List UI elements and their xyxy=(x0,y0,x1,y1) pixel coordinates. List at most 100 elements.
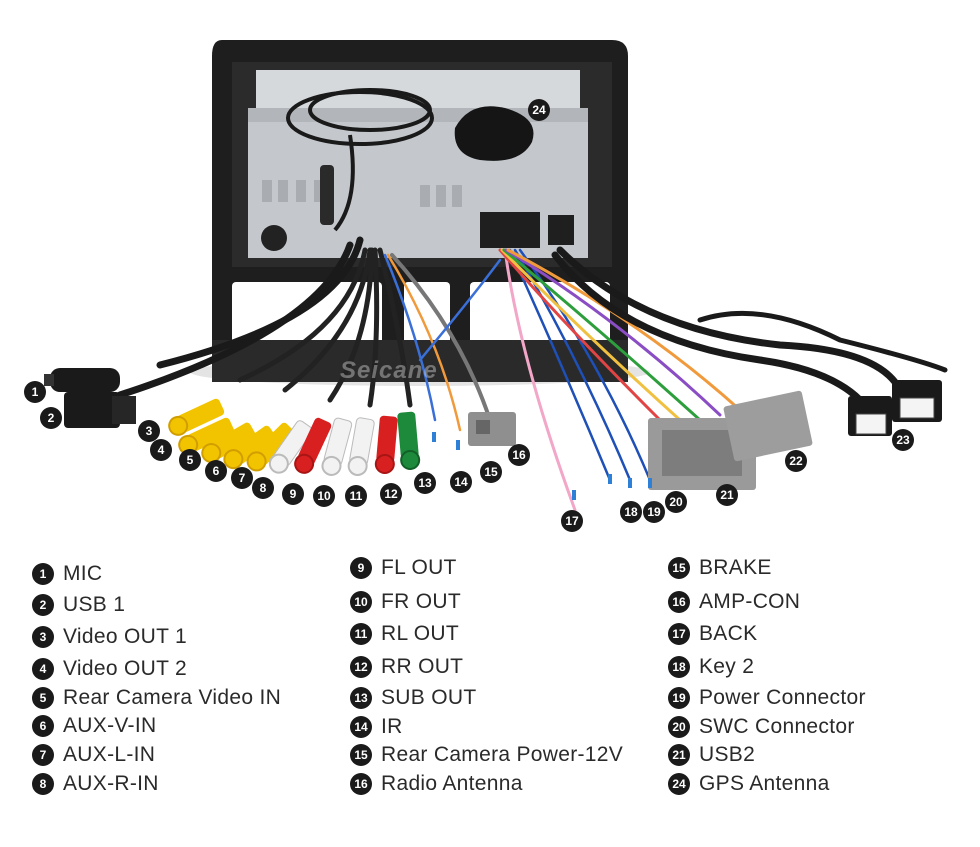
legend-number: 12 xyxy=(350,656,372,678)
legend-item: 15 Rear Camera Power-12V xyxy=(350,741,623,769)
legend-number: 11 xyxy=(350,623,372,645)
legend-number: 6 xyxy=(32,715,54,737)
callout-5: 5 xyxy=(179,449,201,471)
legend-label: Video OUT 2 xyxy=(63,657,187,680)
callout-7: 7 xyxy=(231,467,253,489)
callout-3: 3 xyxy=(138,420,160,442)
legend-number: 17 xyxy=(668,623,690,645)
legend-label: Video OUT 1 xyxy=(63,625,187,648)
legend-label: AUX-L-IN xyxy=(63,743,156,766)
legend-number: 5 xyxy=(32,687,54,709)
legend-number: 1 xyxy=(32,563,54,585)
callout-4: 4 xyxy=(150,439,172,461)
callout-15: 15 xyxy=(480,461,502,483)
legend-label: Rear Camera Power-12V xyxy=(381,743,624,766)
legend-label: Radio Antenna xyxy=(381,772,523,795)
legend-item: 17 BACK xyxy=(668,620,757,648)
legend-item: 18 Key 2 xyxy=(668,653,754,681)
watermark: Seicane xyxy=(340,357,438,384)
legend-number: 15 xyxy=(668,557,690,579)
callout-11: 11 xyxy=(345,485,367,507)
legend-number: 24 xyxy=(668,773,690,795)
rca-connectors xyxy=(168,398,421,476)
callout-17: 17 xyxy=(561,510,583,532)
callout-24: 24 xyxy=(528,99,550,121)
legend-number: 10 xyxy=(350,591,372,613)
radio-antenna-plug xyxy=(468,412,516,446)
legend-label: BACK xyxy=(699,622,758,645)
callout-2: 2 xyxy=(40,407,62,429)
callout-10: 10 xyxy=(313,485,335,507)
legend-item: 6 AUX-V-IN xyxy=(32,712,156,740)
legend-number: 19 xyxy=(668,687,690,709)
product-photo xyxy=(44,40,948,512)
legend-number: 15 xyxy=(350,744,372,766)
callout-1: 1 xyxy=(24,381,46,403)
legend-label: SWC Connector xyxy=(699,715,855,738)
legend-item: 9 FL OUT xyxy=(350,554,457,582)
legend-number: 4 xyxy=(32,658,54,680)
legend-item: 21 USB2 xyxy=(668,741,755,769)
legend-number: 9 xyxy=(350,557,372,579)
power-connector xyxy=(723,390,813,462)
legend-number: 3 xyxy=(32,626,54,648)
usb2-plugs xyxy=(848,380,942,436)
callout-8: 8 xyxy=(252,477,274,499)
legend-label: AMP-CON xyxy=(699,590,801,613)
legend-label: Key 2 xyxy=(699,655,755,678)
legend-item: 16 Radio Antenna xyxy=(350,770,523,798)
legend-number: 8 xyxy=(32,773,54,795)
mic-plug xyxy=(44,368,120,392)
legend-item: 4 Video OUT 2 xyxy=(32,655,187,683)
legend-label: FL OUT xyxy=(381,556,457,579)
swc-connector xyxy=(648,418,756,490)
legend-item: 13 SUB OUT xyxy=(350,684,476,712)
callout-21: 21 xyxy=(716,484,738,506)
callout-6: 6 xyxy=(205,460,227,482)
legend-number: 14 xyxy=(350,716,372,738)
legend-item: 3 Video OUT 1 xyxy=(32,623,187,651)
legend-label: AUX-R-IN xyxy=(63,772,159,795)
wiring-bundle xyxy=(116,236,948,512)
legend-label: AUX-V-IN xyxy=(63,714,157,737)
gps-antenna xyxy=(286,88,534,232)
legend-label: GPS Antenna xyxy=(699,772,830,795)
callout-19: 19 xyxy=(643,501,665,523)
callout-14: 14 xyxy=(450,471,472,493)
legend-label: Power Connector xyxy=(699,686,866,709)
callout-18: 18 xyxy=(620,501,642,523)
legend-label: Rear Camera Video IN xyxy=(63,686,282,709)
legend-item: 14 IR xyxy=(350,713,403,741)
legend-item: 19 Power Connector xyxy=(668,684,866,712)
legend-number: 13 xyxy=(350,687,372,709)
callout-22: 22 xyxy=(785,450,807,472)
legend-item: 10 FR OUT xyxy=(350,588,461,616)
callout-13: 13 xyxy=(414,472,436,494)
legend-number: 21 xyxy=(668,744,690,766)
legend-label: RL OUT xyxy=(381,622,460,645)
legend-label: MIC xyxy=(63,562,103,585)
legend-number: 20 xyxy=(668,716,690,738)
legend-item: 7 AUX-L-IN xyxy=(32,741,155,769)
callout-20: 20 xyxy=(665,491,687,513)
legend-item: 24 GPS Antenna xyxy=(668,770,830,798)
legend-label: IR xyxy=(381,715,403,738)
usb1-plug xyxy=(64,392,136,428)
legend-number: 7 xyxy=(32,744,54,766)
legend-item: 20 SWC Connector xyxy=(668,713,855,741)
legend-label: RR OUT xyxy=(381,655,464,678)
callout-9: 9 xyxy=(282,483,304,505)
legend-label: SUB OUT xyxy=(381,686,477,709)
legend-number: 2 xyxy=(32,594,54,616)
legend-item: 11 RL OUT xyxy=(350,620,459,648)
legend-label: USB2 xyxy=(699,743,756,766)
legend-number: 16 xyxy=(350,773,372,795)
legend-item: 12 RR OUT xyxy=(350,653,463,681)
legend-number: 18 xyxy=(668,656,690,678)
legend-label: FR OUT xyxy=(381,590,461,613)
callout-16: 16 xyxy=(508,444,530,466)
legend-item: 1 MIC xyxy=(32,560,102,588)
